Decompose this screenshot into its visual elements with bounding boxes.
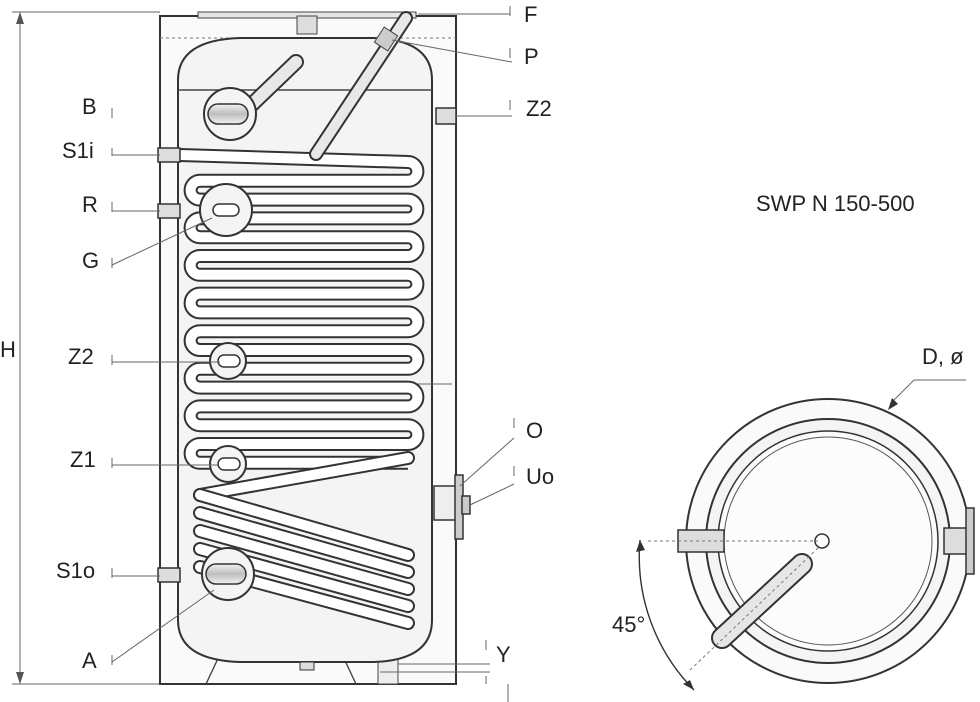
label-f: F bbox=[524, 2, 537, 27]
label-diameter: D, ø bbox=[922, 344, 964, 369]
label-r: R bbox=[82, 192, 98, 217]
port-a bbox=[201, 547, 255, 601]
label-p: P bbox=[524, 44, 539, 69]
port-b bbox=[203, 87, 257, 141]
label-s1o: S1o bbox=[56, 558, 95, 583]
port-z1 bbox=[209, 445, 247, 483]
label-b: B bbox=[82, 94, 97, 119]
leader-lines bbox=[111, 6, 515, 702]
height-dimension bbox=[12, 11, 160, 685]
label-z2-right: Z2 bbox=[526, 96, 552, 121]
label-a: A bbox=[82, 648, 97, 673]
side-connections bbox=[157, 107, 471, 671]
label-o: O bbox=[526, 418, 543, 443]
label-z2-left: Z2 bbox=[68, 344, 94, 369]
label-s1i: S1i bbox=[62, 138, 94, 163]
anode-rod bbox=[309, 11, 413, 161]
top-view bbox=[636, 379, 975, 691]
label-angle: 45° bbox=[612, 612, 645, 637]
heating-coil bbox=[179, 148, 425, 470]
label-z1: Z1 bbox=[70, 447, 96, 472]
coil-path bbox=[179, 150, 423, 468]
label-h: H bbox=[0, 337, 16, 362]
label-y: Y bbox=[496, 642, 511, 667]
port-g bbox=[199, 183, 253, 237]
model-title: SWP N 150-500 bbox=[756, 191, 915, 216]
label-uo: Uo bbox=[526, 464, 554, 489]
label-g: G bbox=[82, 248, 99, 273]
port-z2 bbox=[209, 342, 247, 380]
